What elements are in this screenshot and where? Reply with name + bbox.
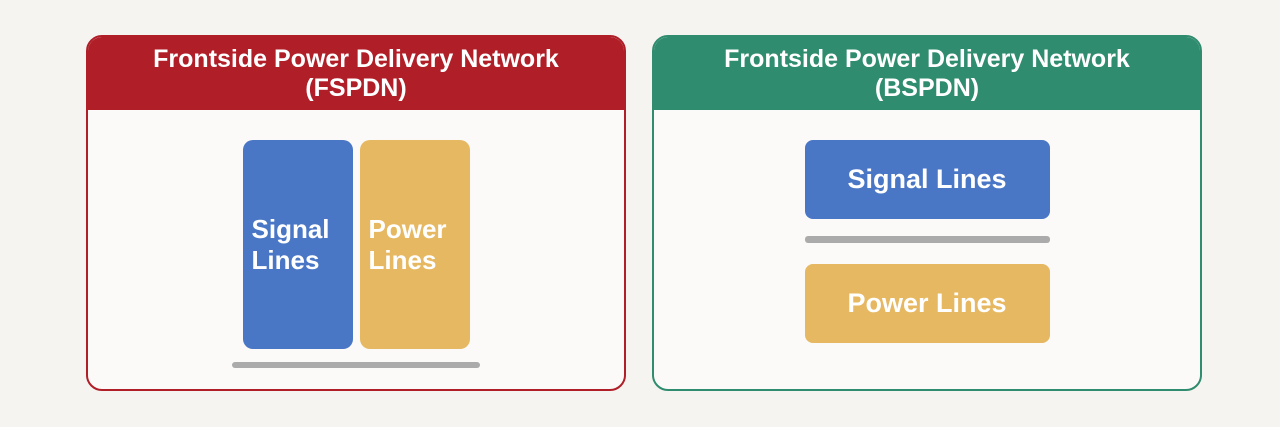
fspdn-body: Signal Lines Power Lines — [88, 140, 624, 368]
bspdn-header: Frontside Power Delivery Network (BSPDN) — [654, 37, 1200, 110]
bspdn-title-line1: Frontside Power Delivery Network — [724, 44, 1130, 73]
bspdn-panel: Frontside Power Delivery Network (BSPDN)… — [652, 35, 1202, 391]
fspdn-blocks-row: Signal Lines Power Lines — [88, 140, 624, 349]
fspdn-signal-lines-block: Signal Lines — [242, 140, 353, 349]
bspdn-power-lines-block: Power Lines — [804, 264, 1050, 343]
fspdn-title-line2: (FSPDN) — [305, 73, 407, 102]
bspdn-body: Signal Lines Power Lines — [654, 140, 1200, 343]
fspdn-panel: Frontside Power Delivery Network (FSPDN)… — [86, 35, 626, 391]
fspdn-header: Frontside Power Delivery Network (FSPDN) — [88, 37, 624, 110]
fspdn-title-line1: Frontside Power Delivery Network — [153, 44, 559, 73]
fspdn-power-lines-block: Power Lines — [359, 140, 470, 349]
bspdn-signal-lines-block: Signal Lines — [804, 140, 1050, 219]
fspdn-base-line — [232, 362, 480, 368]
bspdn-title-line2: (BSPDN) — [874, 73, 980, 102]
bspdn-separator-line — [804, 236, 1050, 243]
